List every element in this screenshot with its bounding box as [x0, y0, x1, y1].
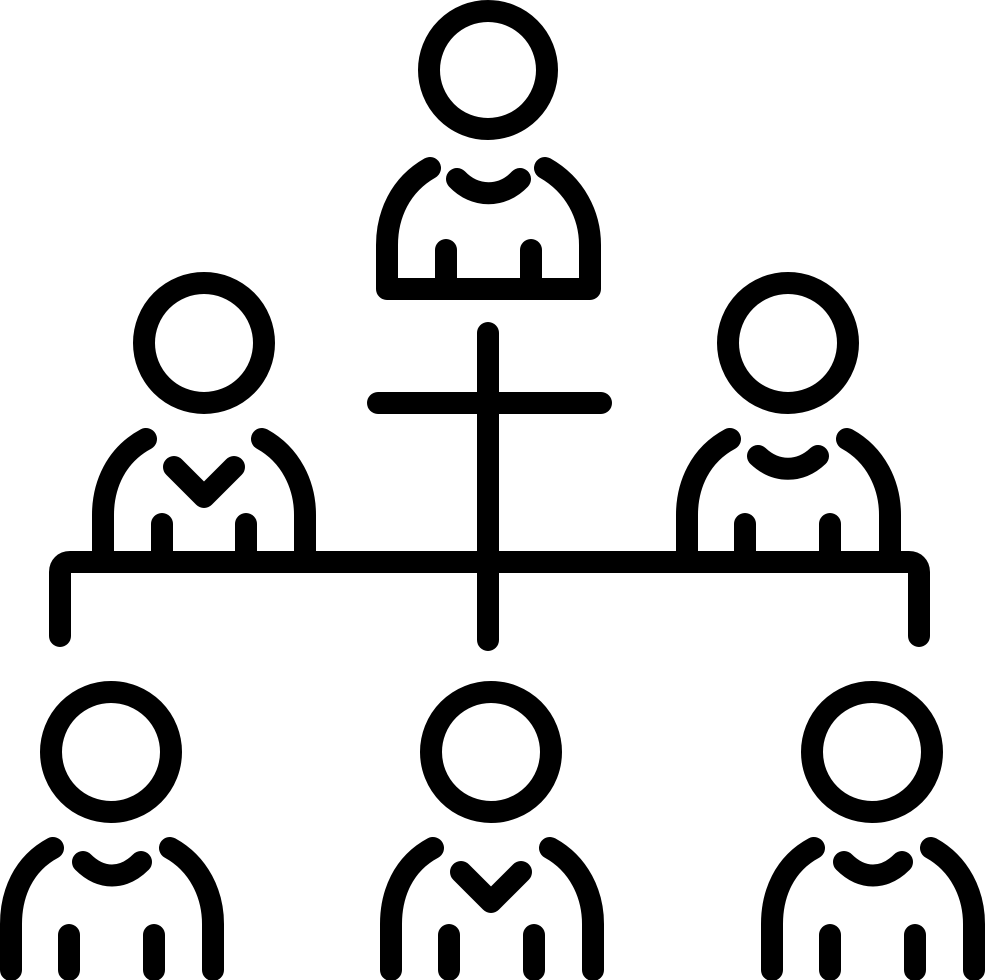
person-bottom-center-head: [420, 681, 562, 823]
connector-lines: [49, 322, 930, 651]
person-bottom-center-icon: [380, 681, 604, 980]
person-bottom-right-head: [801, 681, 943, 823]
person-bottom-left-collar: [72, 851, 152, 887]
person-top-head: [418, 0, 558, 140]
person-bottom-left-head: [40, 681, 182, 823]
connector-horizontal-beam: [49, 551, 930, 647]
person-bottom-right-body: [761, 837, 985, 980]
person-middle-right-collar: [747, 445, 829, 480]
person-middle-left-head: [133, 272, 275, 414]
person-middle-left-body: [92, 428, 316, 563]
person-bottom-center-collar-v: [450, 861, 532, 913]
person-bottom-center-body: [380, 837, 604, 980]
person-bottom-right-icon: [761, 681, 985, 980]
person-middle-right-body: [676, 428, 901, 563]
person-top-body: [376, 157, 601, 300]
person-middle-right-icon: [676, 272, 901, 563]
person-bottom-right-collar: [833, 851, 913, 887]
person-top-collar: [446, 168, 531, 205]
person-bottom-left-icon: [0, 681, 224, 980]
person-bottom-left-body: [0, 837, 224, 980]
person-top-icon: [376, 0, 601, 300]
person-middle-right-head: [717, 272, 859, 414]
person-middle-left-icon: [92, 272, 316, 563]
person-middle-left-collar-v: [163, 456, 245, 508]
